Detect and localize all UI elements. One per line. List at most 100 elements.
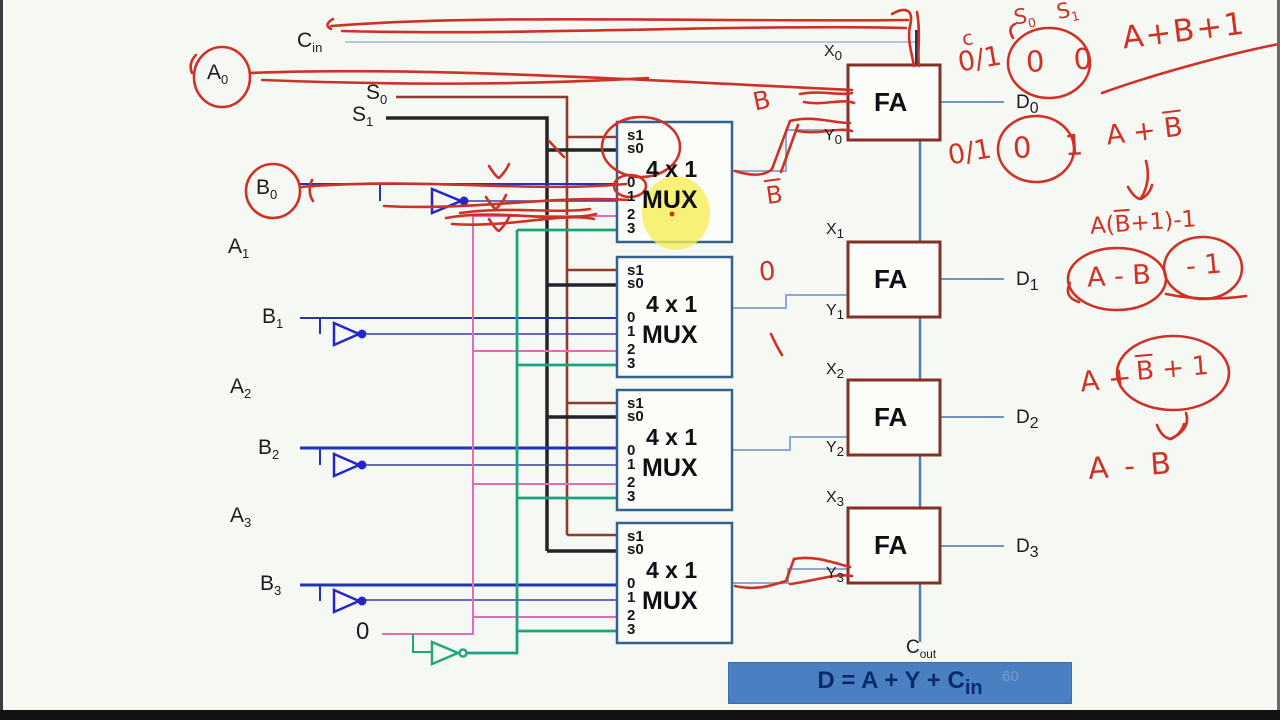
- ann-bits-mid: 0 1: [1012, 126, 1096, 166]
- not-gate-zero: [430, 640, 462, 666]
- s1-label: S1: [352, 103, 374, 130]
- b2-label: B2: [258, 436, 280, 463]
- highlight-blob: [642, 176, 710, 250]
- ann-bits-top: 0 0: [1025, 41, 1103, 79]
- ann-a-minus-b: A - B: [1086, 259, 1152, 294]
- ann-sel-top: 0/1: [955, 40, 1004, 79]
- mux2-pin-3: 3: [627, 488, 636, 505]
- y1-label: Y1: [826, 302, 845, 323]
- ann-minus-one: - 1: [1184, 248, 1223, 283]
- mux0-pin-3: 3: [627, 220, 636, 237]
- d0-label: D0: [1016, 92, 1039, 117]
- mux-output-wires: [732, 129, 848, 584]
- formula-banner: D = A + Y + Cin: [728, 662, 1072, 704]
- y0-label: Y0: [824, 127, 843, 148]
- mux1-size: 4 x 1: [646, 291, 698, 317]
- ann-s1-header: S1: [1054, 0, 1081, 25]
- mux-box-1: [615, 255, 734, 379]
- highlight-dot: [669, 211, 675, 217]
- mux-box-3: [615, 521, 734, 645]
- d-output-wires: [940, 101, 1004, 547]
- a3-label: A3: [230, 504, 252, 531]
- b3-label: B3: [260, 572, 282, 599]
- mux0-pin-s0: s0: [627, 140, 644, 157]
- fa-boxes: [846, 63, 942, 585]
- mux3-pin-0: 0: [627, 575, 636, 592]
- a0-label: A0: [207, 61, 229, 88]
- fa-box-1: [846, 240, 942, 319]
- b1-label: B1: [262, 305, 284, 332]
- mux2-pin-s1: s1: [627, 395, 644, 412]
- not-gate-b2: [332, 452, 363, 478]
- ann-a-minus-b2: A - B: [1086, 446, 1176, 487]
- mux1-pin-s0: s0: [627, 275, 644, 292]
- mux3-name: MUX: [642, 587, 698, 615]
- ann-a-plus: A +: [1078, 360, 1134, 399]
- frame-edge-left: [0, 0, 3, 720]
- mux2-pin-1: 1: [627, 456, 636, 473]
- ann-zero-mark: 0: [757, 256, 777, 288]
- fa-box-2: [846, 378, 942, 457]
- mux1-pin-0: 0: [627, 309, 636, 326]
- zero-const-label: 0: [356, 618, 370, 645]
- a1-label: A1: [228, 235, 250, 262]
- b0-label: B0: [256, 176, 278, 203]
- cout-label: Cout: [906, 637, 937, 661]
- const-zero-inverter-branch: [412, 634, 431, 653]
- x0-label: X0: [824, 43, 843, 64]
- mux0-pin-2: 2: [627, 206, 636, 223]
- mux1-pin-2: 2: [627, 341, 636, 358]
- mux3-pin-3: 3: [627, 621, 636, 638]
- d1-label: D1: [1016, 269, 1039, 294]
- not-gate-b3: [332, 588, 363, 614]
- frame-edge-right: [1277, 0, 1280, 720]
- formula-text: D = A + Y + Cin: [817, 666, 983, 699]
- mux1-name: MUX: [642, 321, 698, 349]
- a2-label: A2: [230, 375, 252, 402]
- b-inverted-wires: [361, 200, 617, 601]
- mux1-pin-s1: s1: [627, 262, 644, 279]
- mux3-pin-2: 2: [627, 607, 636, 624]
- mux3-pin-1: 1: [627, 589, 636, 606]
- mux1-pin-1: 1: [627, 323, 636, 340]
- mux2-pin-s0: s0: [627, 408, 644, 425]
- const-zero-pink-wire: [382, 215, 617, 635]
- b-wires: [300, 183, 617, 601]
- mux2-pin-2: 2: [627, 474, 636, 491]
- cin-label: Cin: [297, 29, 323, 56]
- mux0-name: MUX: [642, 186, 698, 214]
- y2-label: Y2: [826, 439, 845, 460]
- d2-label: D2: [1016, 407, 1039, 432]
- s0-label: S0: [366, 81, 388, 108]
- not-gate-b1: [332, 321, 363, 347]
- ann-s0-header: S0: [1012, 3, 1038, 31]
- ann-sel-mid: 0/1: [945, 133, 994, 172]
- ann-bbar-mark: B: [764, 179, 785, 211]
- mux2-name: MUX: [642, 454, 698, 482]
- zero-inverter: [430, 640, 468, 666]
- mux1-pin-3: 3: [627, 355, 636, 372]
- const-one-teal-wire: [467, 228, 617, 655]
- ann-bbar-plus-one: B + 1: [1134, 350, 1210, 388]
- red-annotations: [189, 8, 1280, 590]
- mux0-pin-s1: s1: [627, 127, 644, 144]
- y3-label: Y3: [826, 565, 845, 586]
- x1-label: X1: [826, 221, 845, 242]
- watermark: 60: [1002, 668, 1019, 685]
- x2-label: X2: [826, 361, 845, 382]
- mux3-size: 4 x 1: [646, 557, 698, 583]
- x3-label: X3: [826, 489, 845, 510]
- mux0-pin-0: 0: [627, 174, 636, 191]
- fa-box-3: [846, 506, 942, 585]
- b-inverters: [332, 187, 469, 614]
- mux0-size: 4 x 1: [646, 156, 698, 182]
- mux2-pin-0: 0: [627, 442, 636, 459]
- not-gate-b0: [430, 187, 465, 215]
- d3-label: D3: [1016, 536, 1039, 561]
- frame-edge-bottom: [0, 710, 1280, 720]
- fa-box-0: [846, 63, 942, 142]
- mux0-pin-1: 1: [627, 188, 636, 205]
- mux3-pin-s0: s0: [627, 541, 644, 558]
- fa2-label: FA: [874, 402, 908, 432]
